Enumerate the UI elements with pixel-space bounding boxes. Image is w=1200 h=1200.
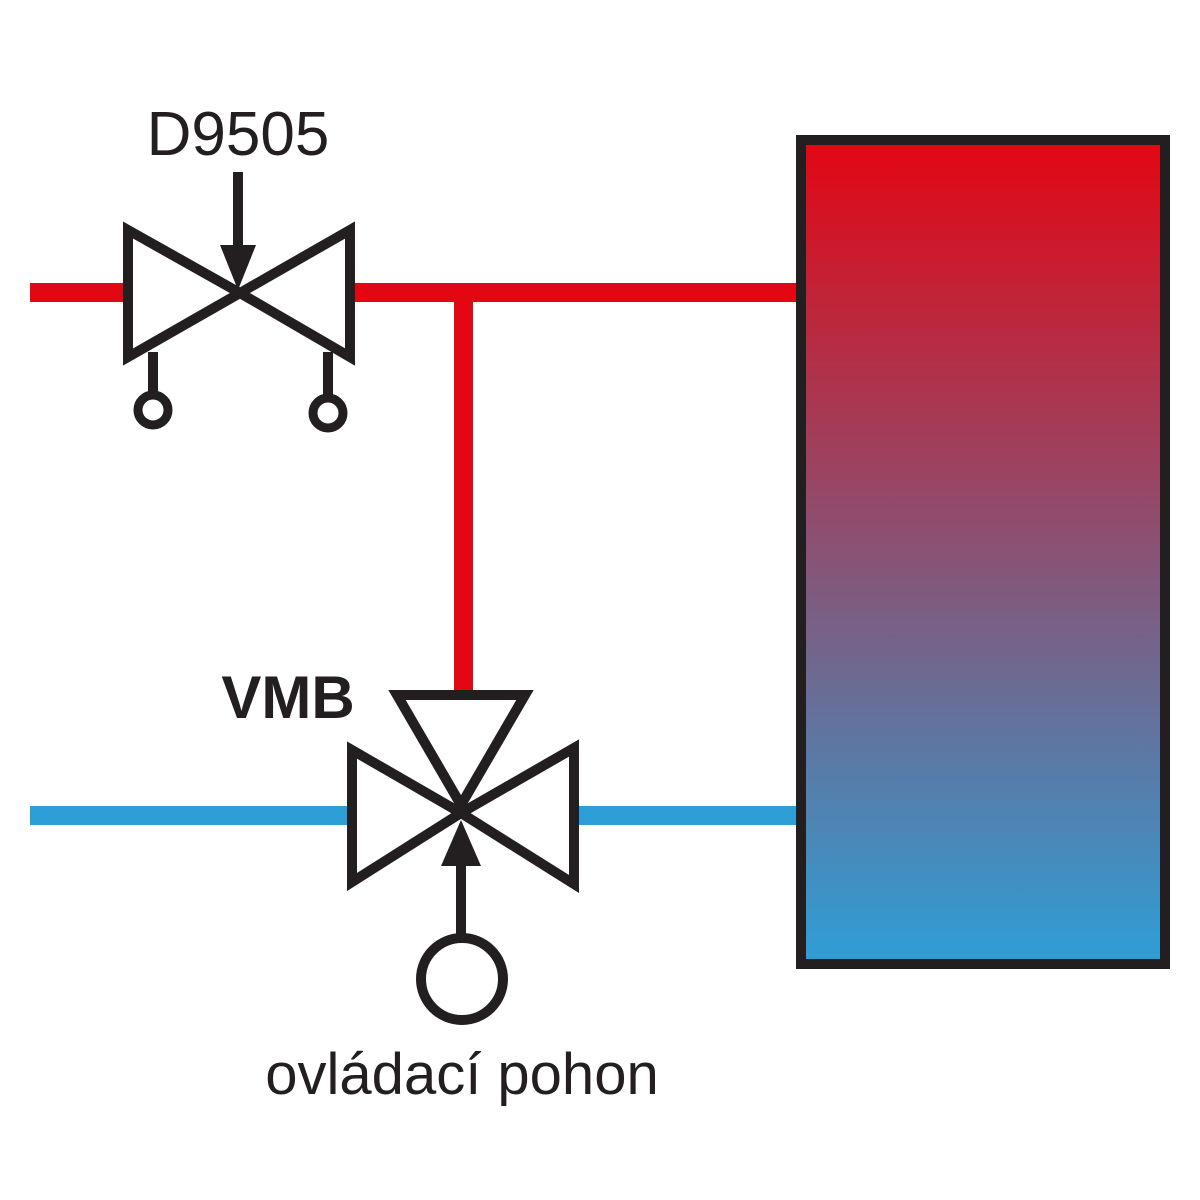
label-vmb: VMB	[221, 664, 354, 731]
valve-d9505	[123, 221, 355, 366]
valve-vmb-left-triangle	[347, 741, 471, 892]
valve-d9505-arrow-head	[220, 245, 256, 290]
valve-vmb-top-triangle	[388, 690, 534, 815]
hot-pipe-main	[350, 283, 800, 302]
valve-vmb-right-triangle	[451, 739, 579, 894]
valve-d9505-left-triangle	[123, 221, 251, 366]
storage-tank	[796, 135, 1170, 969]
valve-vmb	[347, 690, 579, 894]
label-actuator: ovládací pohon	[265, 1042, 658, 1107]
hot-pipe-branch	[454, 292, 473, 694]
cold-pipe-outlet	[574, 806, 800, 825]
actuator-arrow-head	[441, 820, 481, 866]
actuator-circle	[416, 933, 508, 1025]
valve-d9505-contact-right-circle	[308, 393, 348, 433]
hot-pipe-inlet	[30, 283, 130, 302]
label-d9505: D9505	[147, 100, 330, 169]
cold-pipe-inlet	[30, 806, 352, 825]
valve-d9505-right-triangle	[229, 221, 355, 366]
valve-d9505-contact-left-circle	[133, 390, 173, 430]
